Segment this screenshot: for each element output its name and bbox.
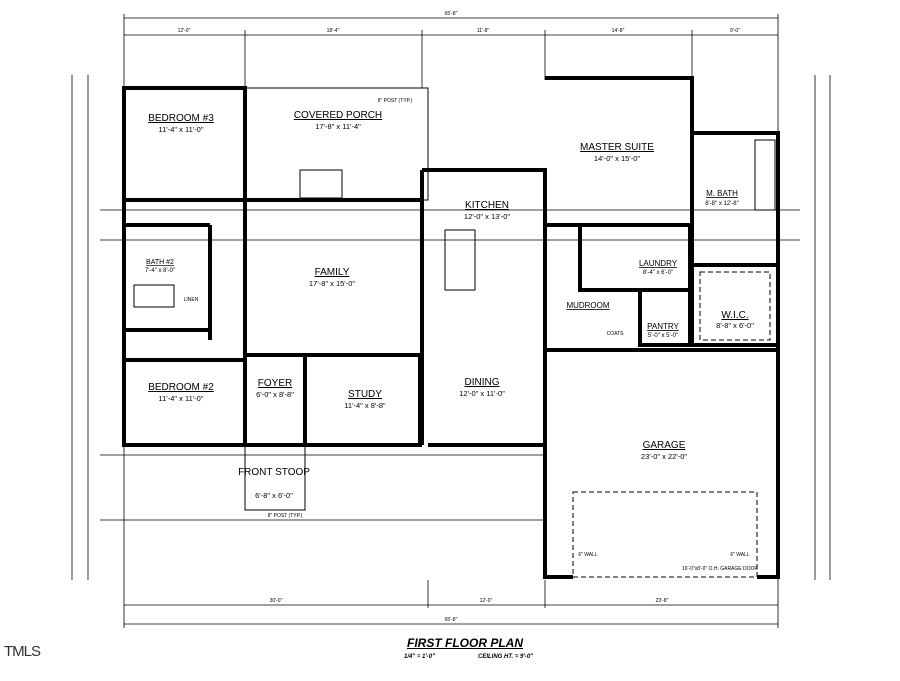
wic-shelving (699, 271, 771, 341)
dim-overall-top: 65'-8" (445, 11, 458, 17)
wall-note: 6" WALL (730, 552, 750, 558)
room-size: 12'-0" x 13'-0" (464, 212, 510, 221)
dim-bottom-3: 23'-8" (656, 598, 669, 604)
room-size: 11'-4" x 8'-8" (344, 401, 386, 410)
plan-scale: 1/4" = 1'-0" (404, 654, 435, 660)
room-name: KITCHEN (465, 200, 509, 211)
post-note: 8" POST (TYP.) (378, 98, 413, 104)
room-name: BEDROOM #2 (148, 382, 214, 393)
dim-top-3: 11'-8" (477, 28, 490, 34)
room-name: BEDROOM #3 (148, 113, 214, 124)
room-name: MUDROOM (566, 301, 609, 310)
room-name: GARAGE (643, 440, 686, 451)
room-name: PANTRY (647, 322, 679, 331)
dim-top-4: 14'-8" (612, 28, 625, 34)
room-size: 6'-0" x 8'-8" (256, 390, 294, 399)
room-size: 11'-4" x 11'-0" (158, 125, 203, 134)
room-name: MASTER SUITE (580, 142, 654, 153)
room-size: 8'-4" x 6'-0" (643, 270, 673, 276)
dim-top-5: 9'-0" (730, 28, 740, 34)
garage-door (572, 491, 758, 578)
tmls-logo: TMLS (4, 643, 41, 660)
fireplace (299, 169, 343, 199)
room-size: 6'-8" x 6'-0" (255, 491, 293, 500)
room-name: W.I.C. (721, 310, 748, 321)
room-size: 5'-0" x 5'-0" (648, 333, 678, 339)
room-size: 17'-8" x 15'-0" (309, 279, 355, 288)
coats-label: COATS (607, 331, 625, 337)
room-size: 7'-4" x 8'-0" (145, 268, 175, 274)
room-labels: BEDROOM #3 11'-4" x 11'-0" COVERED PORCH… (145, 110, 754, 500)
wall-note: 6" WALL (578, 552, 598, 558)
shower (754, 139, 776, 211)
post-note: 8" POST (TYP.) (268, 513, 303, 519)
room-name: FRONT STOOP (238, 467, 310, 478)
bathtub (133, 284, 175, 308)
room-name: DINING (465, 377, 500, 388)
ceiling-height: CEILING HT. = 9'-0" (478, 654, 534, 660)
room-size: 8'-8" x 6'-0" (716, 321, 754, 330)
linen-label: LINEN (184, 297, 199, 303)
dim-bottom-2: 12'-0" (480, 598, 493, 604)
dim-overall-bottom: 65'-8" (445, 617, 458, 623)
annotations: 8" POST (TYP.) 8" POST (TYP.) 16'-0"x8'-… (184, 98, 759, 572)
room-size: 12'-0" x 11'-0" (459, 389, 505, 398)
room-name: FAMILY (315, 267, 350, 278)
dim-bottom-1: 30'-0" (270, 598, 283, 604)
plan-title: FIRST FLOOR PLAN (407, 636, 523, 650)
room-name: M. BATH (706, 189, 738, 198)
room-name: FOYER (258, 378, 292, 389)
kitchen-island (444, 229, 476, 291)
room-name: BATH #2 (146, 259, 174, 266)
room-name: STUDY (348, 389, 382, 400)
room-size: 14'-0" x 15'-0" (594, 154, 640, 163)
room-name: COVERED PORCH (294, 110, 382, 121)
dim-top-1: 12'-0" (178, 28, 191, 34)
dim-top-2: 18'-4" (327, 28, 340, 34)
room-size: 11'-4" x 11'-0" (158, 394, 203, 403)
room-size: 17'-8" x 11'-4" (315, 122, 361, 131)
room-size: 23'-0" x 22'-0" (641, 452, 687, 461)
garage-door-note: 16'-0"x8'-0" O.H. GARAGE DOOR (682, 566, 758, 572)
room-name: LAUNDRY (639, 259, 678, 268)
room-size: 8'-8" x 12'-8" (705, 201, 739, 207)
walls (122, 76, 780, 579)
